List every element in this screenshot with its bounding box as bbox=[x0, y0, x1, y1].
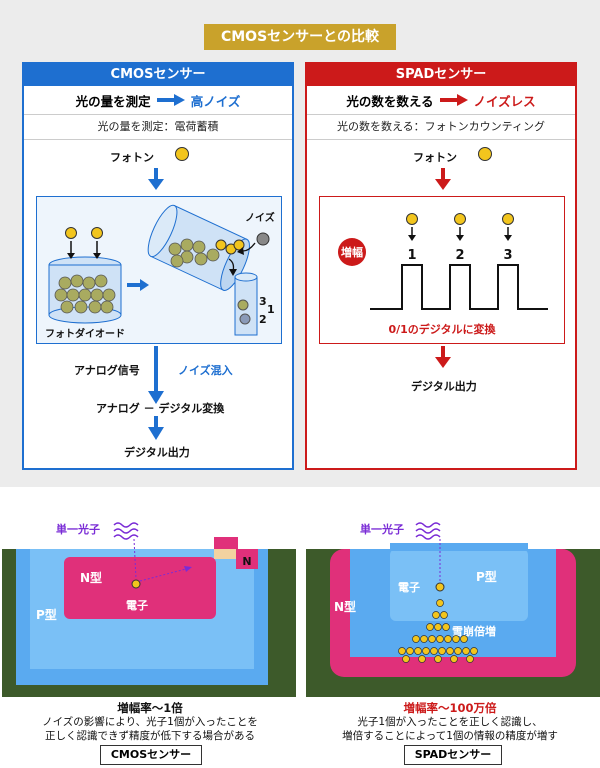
spad-photon-label: フォトン bbox=[413, 151, 457, 164]
pulse-box: 増幅 1 2 3 0/1のデジタルに変換 bbox=[319, 196, 565, 344]
down-arrow-icon bbox=[435, 168, 451, 190]
cmos-structure-diagram: N N型 P型 電子 単一光子 bbox=[2, 522, 296, 697]
spad-headline-left: 光の数を数える bbox=[346, 93, 434, 109]
cmos-n-contact-label: N bbox=[242, 555, 251, 568]
pulse-2: 2 bbox=[455, 248, 464, 263]
spad-desc-2: 増倍することによって1個の情報の精度が増す bbox=[342, 730, 558, 742]
cmos-p-region-label: P型 bbox=[36, 607, 57, 622]
down-arrow-icon bbox=[148, 168, 164, 190]
spad-note: 光の数を数える：フォトンカウンティング bbox=[307, 115, 575, 140]
photodiode-illustration: ノイズ 3 1 2 フォトダイオード bbox=[45, 204, 275, 340]
spad-structure-diagram: P型 N型 電子 雪崩倍増 単一光子 bbox=[306, 522, 600, 697]
count-3: 3 bbox=[259, 295, 267, 308]
spad-n-region-label: N型 bbox=[334, 599, 356, 614]
spad-headline: 光の数を数える ノイズレス bbox=[307, 86, 575, 115]
cmos-headline-right: 高ノイズ bbox=[190, 93, 241, 109]
cmos-headline-left: 光の量を測定 bbox=[75, 93, 151, 109]
photon-icon bbox=[478, 147, 492, 161]
cmos-desc-2: 正しく認識できず精度が低下する場合がある bbox=[45, 730, 255, 742]
cmos-output-label: デジタル出力 bbox=[124, 446, 190, 459]
cmos-header: CMOSセンサー bbox=[24, 64, 292, 86]
analog-signal-label: アナログ信号 bbox=[74, 364, 140, 377]
page-title: CMOSセンサーとの比較 bbox=[204, 24, 396, 50]
avalanche-label: 雪崩倍増 bbox=[452, 624, 496, 638]
cmos-sensor-label: CMOSセンサー bbox=[100, 745, 202, 765]
spad-headline-right: ノイズレス bbox=[473, 93, 536, 109]
spad-header: SPADセンサー bbox=[307, 64, 575, 86]
comparison-panel: CMOSセンサーとの比較 CMOSセンサー 光の量を測定 高ノイズ 光の量を測定… bbox=[0, 0, 600, 487]
cmos-photon-label: フォトン bbox=[110, 151, 154, 164]
cmos-n-region-label: N型 bbox=[80, 570, 102, 585]
bottom-section: N N型 P型 電子 単一光子 P型 N型 電子 雪崩倍増 単一光子 増幅率〜1… bbox=[0, 487, 600, 768]
spad-output-label: デジタル出力 bbox=[411, 380, 477, 393]
spad-caption: 増幅率〜100万倍 光子1個が入ったことを正しく認識し、 増倍することによって1… bbox=[300, 701, 600, 743]
spad-column: SPADセンサー 光の数を数える ノイズレス 光の数を数える：フォトンカウンティ… bbox=[305, 62, 577, 470]
amplify-label: 増幅 bbox=[341, 245, 363, 259]
right-arrow-icon bbox=[156, 94, 185, 106]
spad-electron-label: 電子 bbox=[398, 581, 420, 594]
long-down-arrow-icon bbox=[148, 346, 164, 404]
noise-mix-label: ノイズ混入 bbox=[178, 364, 233, 377]
pulse-1: 1 bbox=[407, 248, 416, 263]
pulse-illustration: 増幅 1 2 3 0/1のデジタルに変換 bbox=[338, 213, 548, 336]
count-1: 1 bbox=[267, 303, 275, 316]
spad-desc-1: 光子1個が入ったことを正しく認識し、 bbox=[357, 716, 543, 728]
cmos-electron-label: 電子 bbox=[126, 599, 148, 612]
pulse-3: 3 bbox=[503, 248, 512, 263]
down-arrow-icon-2 bbox=[435, 346, 451, 368]
cmos-note: 光の量を測定：電荷蓄積 bbox=[24, 115, 292, 140]
spad-p-region-label: P型 bbox=[476, 569, 497, 584]
ad-conversion-label: アナログ － デジタル変換 bbox=[96, 402, 225, 415]
cmos-column: CMOSセンサー 光の量を測定 高ノイズ 光の量を測定：電荷蓄積 フォトン bbox=[22, 62, 294, 470]
spad-gain: 増幅率〜100万倍 bbox=[403, 701, 497, 715]
down-arrow-icon-2 bbox=[148, 416, 164, 440]
count-2: 2 bbox=[259, 313, 267, 326]
digital-conv-label: 0/1のデジタルに変換 bbox=[388, 322, 496, 336]
cmos-gain: 増幅率〜1倍 bbox=[117, 701, 183, 715]
photodiode-label: フォトダイオード bbox=[45, 327, 125, 340]
photon-icon bbox=[175, 147, 189, 161]
spad-single-photon-label: 単一光子 bbox=[360, 522, 404, 536]
spad-sensor-label: SPADセンサー bbox=[404, 745, 502, 765]
cmos-headline: 光の量を測定 高ノイズ bbox=[24, 86, 292, 115]
cmos-caption: 増幅率〜1倍 ノイズの影響により、光子1個が入ったことを 正しく認識できず精度が… bbox=[0, 701, 300, 743]
right-arrow-icon bbox=[439, 94, 468, 106]
photodiode-box: ノイズ 3 1 2 フォトダイオード bbox=[36, 196, 282, 344]
cmos-single-photon-label: 単一光子 bbox=[56, 522, 100, 536]
noise-label: ノイズ bbox=[245, 211, 275, 224]
cmos-desc-1: ノイズの影響により、光子1個が入ったことを bbox=[42, 716, 258, 728]
